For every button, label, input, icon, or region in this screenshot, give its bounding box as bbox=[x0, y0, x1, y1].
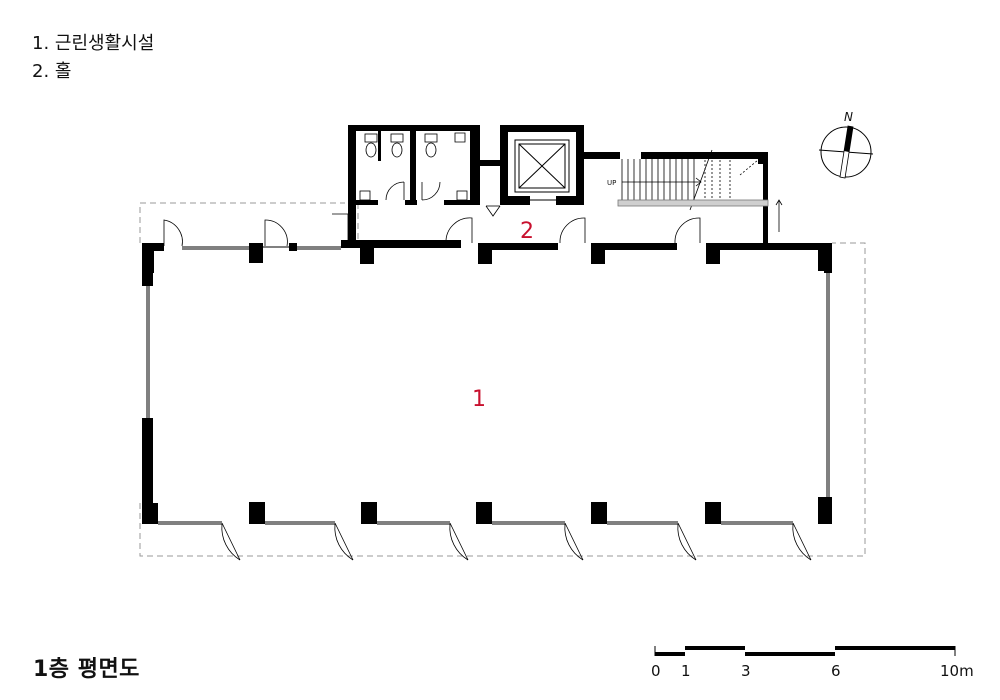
building-walls bbox=[142, 240, 832, 524]
stair-up-label: UP bbox=[607, 179, 616, 187]
scale-label-10m: 10m bbox=[940, 662, 974, 680]
toilet-fixtures bbox=[359, 132, 501, 217]
drawing-title: 1층 평면도 bbox=[33, 657, 140, 682]
legend: 1. 근린생활시설 2. 홀 bbox=[32, 30, 154, 86]
site-outline bbox=[139, 202, 866, 557]
legend-item-2: 2. 홀 bbox=[32, 61, 72, 82]
room-label-1: 1 bbox=[472, 387, 486, 412]
scale-label-6: 6 bbox=[831, 662, 841, 680]
scale-bar: 0 1 3 6 10m bbox=[651, 646, 974, 680]
north-arrow: N bbox=[818, 110, 874, 179]
legend-item-1: 1. 근린생활시설 bbox=[32, 33, 155, 54]
staircase bbox=[617, 149, 783, 232]
scale-label-1: 1 bbox=[681, 662, 691, 680]
north-label: N bbox=[844, 110, 853, 124]
scale-label-3: 3 bbox=[741, 662, 751, 680]
glazing-lines bbox=[146, 246, 830, 525]
room-label-2: 2 bbox=[520, 219, 534, 244]
scale-label-0: 0 bbox=[651, 662, 661, 680]
elevator bbox=[514, 139, 570, 201]
core-walls bbox=[348, 125, 768, 244]
